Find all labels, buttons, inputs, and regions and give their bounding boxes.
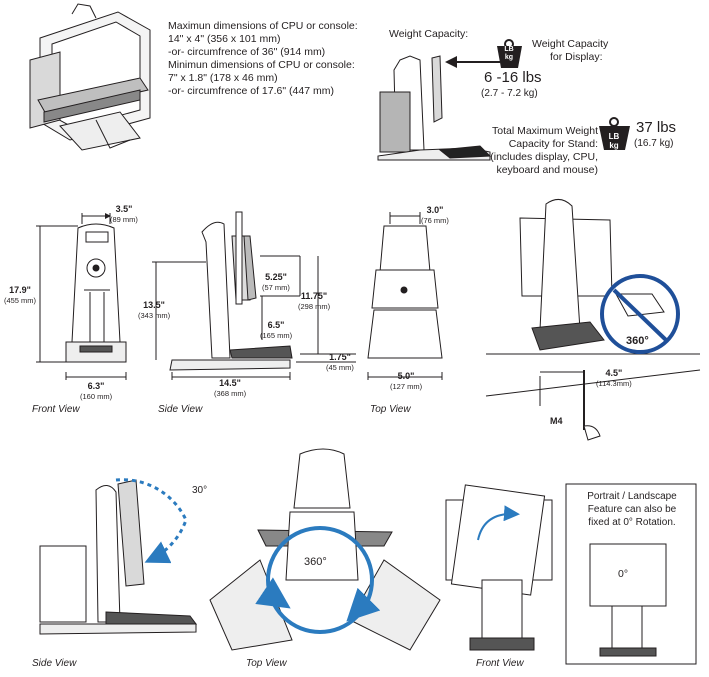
tilt-label: 30° (192, 485, 208, 496)
weight-badge-display (497, 39, 522, 68)
weight-side-drawing (377, 55, 500, 161)
iso-stand-drawing (29, 3, 151, 151)
mount-detail-drawing (485, 199, 701, 441)
top-view-drawing (367, 212, 443, 380)
swivel-label: 360° (304, 556, 327, 568)
cpu-spec-block: Maximun dimensions of CPU or console: 14… (168, 20, 363, 98)
tilt-side-drawing (39, 478, 197, 635)
spec-max-line1: Maximun dimensions of CPU or console: (168, 20, 358, 32)
spec-max-line3: -or- circumfrence of 36" (914 mm) (168, 46, 326, 58)
portrait-inset-box (565, 483, 697, 665)
dim-front-width-bottom: 6.3"(160 mm) (80, 381, 113, 401)
dim-top-width-bottom: 5.0"(127 mm) (390, 371, 423, 391)
dim-front-width-top: 3.5"(89 mm) (110, 204, 138, 224)
spec-min-line2: 7" x 1.8" (178 x 46 mm) (168, 72, 278, 84)
dim-front-height: 17.9"(455 mm) (3, 285, 37, 305)
dim-side-depth: 14.5"(368 mm) (214, 378, 247, 398)
dim-side-base: 1.75"(45 mm) (326, 352, 354, 372)
caption-front-view-2: Front View (476, 658, 524, 669)
screw-label: M4 (550, 416, 563, 426)
dim-side-height: 13.5"(343 mm) (138, 300, 171, 320)
no-rotation-symbol (600, 274, 680, 354)
caption-side-view: Side View (158, 404, 203, 415)
portrait-note: Portrait / Landscape Feature can also be… (587, 491, 677, 528)
total-weight-label: Total Maximum Weight Capacity for Stand:… (490, 125, 598, 176)
caption-top-view: Top View (370, 404, 411, 415)
spec-min-line1: Minimun dimensions of CPU or console: (168, 59, 355, 71)
dim-mount-spacing: 4.5"(114.3mm) (596, 368, 632, 388)
display-weight-value: 6 -16 lbs (484, 69, 542, 86)
total-weight-value: 37 lbs (636, 119, 677, 136)
dim-side-total: 11.75"(298 mm) (298, 291, 331, 311)
front-view-drawing (36, 213, 127, 380)
swivel-top-drawing (209, 448, 441, 651)
total-weight-kg: (16.7 kg) (634, 138, 674, 149)
dim-side-lower: 6.5"(165 mm) (260, 320, 293, 340)
dim-side-upper: 5.25"(57 mm) (262, 272, 290, 292)
weight-badge-total (599, 117, 630, 150)
weight-capacity-label: Weight Capacity: (389, 28, 469, 40)
display-weight-kg: (2.7 - 7.2 kg) (481, 88, 538, 99)
dim-top-width-top: 3.0"(76 mm) (421, 205, 449, 225)
rotate-front-drawing (445, 484, 553, 651)
spec-min-line3: -or- circumfrence of 17.6" (447 mm) (168, 85, 334, 97)
caption-side-view-2: Side View (32, 658, 77, 669)
display-weight-label: Weight Capacity for Display: (532, 38, 609, 63)
no-rotate-label: 360° (626, 335, 649, 347)
side-view-drawing (152, 211, 356, 380)
spec-max-line2: 14" x 4" (356 x 101 mm) (168, 33, 281, 45)
caption-top-view-2: Top View (246, 658, 287, 669)
caption-front-view: Front View (32, 404, 80, 415)
fixed-rotation-label: 0° (618, 568, 629, 580)
